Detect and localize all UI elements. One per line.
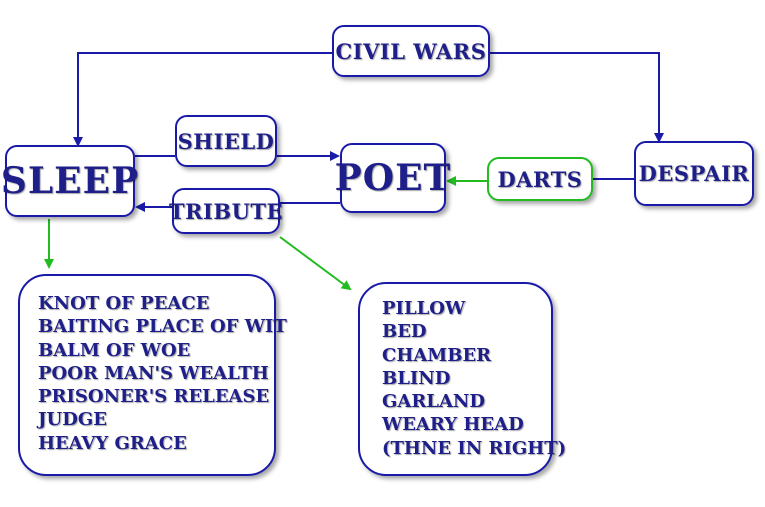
tribute-items-list: PILLOW BED CHAMBER BLIND GARLAND WEARY H… [382,297,567,460]
list-item: JUDGE [38,409,107,431]
connector-civil-wars-to-sleep [73,52,332,147]
node-shield: SHIELD [175,115,277,167]
list-item: KNOT OF PEACE [38,293,210,314]
list-item: BED [382,321,427,343]
connector-civil-wars-to-despair [490,52,664,143]
list-item: CHAMBER [382,344,492,366]
node-poet: POET [335,143,450,213]
list-item: POOR MAN'S WEALTH [38,362,269,384]
node-sleep: SLEEP [1,145,138,217]
list-item: HEAVY GRACE [38,432,187,454]
list-item: BALM OF WOE [38,339,191,361]
list-item: PRISONER'S RELEASE [38,386,270,408]
sleep-attributes-box: KNOT OF PEACE BAITING PLACE OF WIT BALM … [18,274,287,476]
list-item: BAITING PLACE OF WIT [38,316,287,338]
node-tribute: TRIBUTE [169,188,283,234]
list-item: (THNE IN RIGHT) [382,437,567,459]
sleep-attributes-list: KNOT OF PEACE BAITING PLACE OF WIT BALM … [38,292,287,455]
list-item: GARLAND [382,391,485,413]
node-civil-wars: CIVIL WARS [332,25,490,77]
list-item: BLIND [382,367,451,389]
node-despair: DESPAIR [634,141,754,206]
list-item: WEARY HEAD [382,414,524,436]
list-item: PILLOW [382,298,466,319]
connector-tribute-to-items [279,236,352,291]
node-darts: DARTS [487,157,593,201]
tribute-items-box: PILLOW BED CHAMBER BLIND GARLAND WEARY H… [358,282,567,476]
